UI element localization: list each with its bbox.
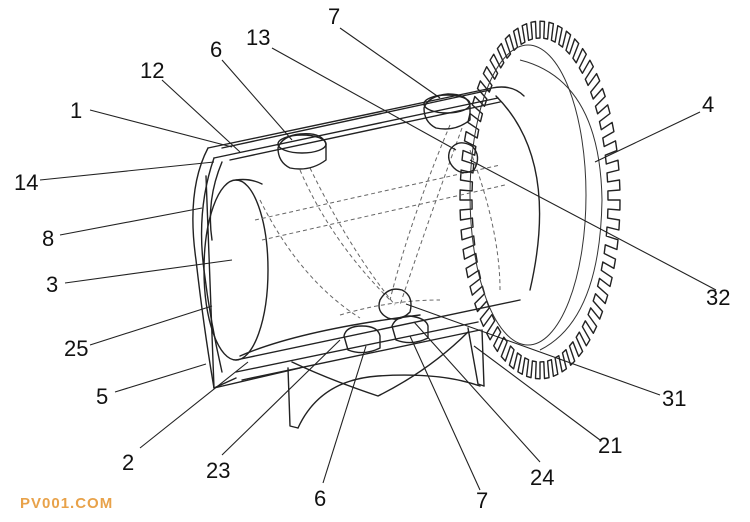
label-25: 25 bbox=[64, 336, 88, 361]
label-2: 2 bbox=[122, 450, 134, 475]
label-24: 24 bbox=[530, 465, 554, 490]
label-5: 5 bbox=[96, 384, 108, 409]
label-14: 14 bbox=[14, 170, 38, 195]
label-21: 21 bbox=[598, 433, 622, 458]
label-6-bottom: 6 bbox=[314, 486, 326, 511]
nozzles bbox=[277, 93, 479, 354]
label-7-bottom: 7 bbox=[476, 488, 488, 513]
label-31: 31 bbox=[662, 386, 686, 411]
hidden-lines bbox=[254, 124, 506, 319]
gear-teeth bbox=[459, 20, 621, 380]
watermark: PV001.COM bbox=[20, 495, 113, 512]
leader-lines bbox=[39, 27, 717, 491]
reference-numerals: 1 12 6 13 7 4 14 8 3 25 5 2 23 6 7 24 21… bbox=[14, 4, 730, 513]
label-4: 4 bbox=[702, 92, 714, 117]
support-stand bbox=[235, 321, 485, 429]
label-1: 1 bbox=[70, 98, 82, 123]
label-7-top: 7 bbox=[328, 4, 340, 29]
gear-wheel bbox=[459, 20, 621, 380]
label-23: 23 bbox=[206, 458, 230, 483]
label-13: 13 bbox=[246, 25, 270, 50]
label-12: 12 bbox=[140, 58, 164, 83]
inner-roller bbox=[203, 178, 269, 361]
label-3: 3 bbox=[46, 272, 58, 297]
label-6-top: 6 bbox=[210, 37, 222, 62]
cylinder-housing bbox=[192, 86, 541, 389]
label-8: 8 bbox=[42, 226, 54, 251]
label-32: 32 bbox=[706, 285, 730, 310]
